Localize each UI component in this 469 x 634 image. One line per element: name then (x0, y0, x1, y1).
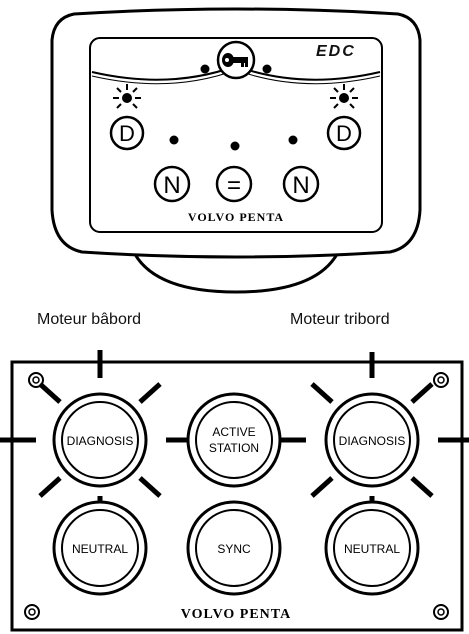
sync-button[interactable]: SYNC (188, 502, 280, 594)
key-led-right (263, 65, 272, 74)
neutral-button-left[interactable]: NEUTRAL (54, 502, 146, 594)
diagnosis-d-button-right[interactable]: D (328, 117, 360, 149)
volvo-penta-logo-top: VOLVO PENTA (188, 210, 284, 224)
led-sync (231, 142, 240, 151)
neutral-button-right[interactable]: NEUTRAL (326, 502, 418, 594)
svg-text:N: N (292, 172, 309, 199)
edc-control-panel: EDC (52, 9, 420, 292)
svg-text:DIAGNOSIS: DIAGNOSIS (67, 434, 134, 448)
led-neutral-left (170, 136, 179, 145)
svg-text:D: D (336, 121, 352, 146)
svg-text:DIAGNOSIS: DIAGNOSIS (339, 434, 406, 448)
control-panel-bottom: DIAGNOSIS ACTIVE STATION DIAGNOSIS NEUTR… (0, 350, 469, 630)
svg-text:SYNC: SYNC (217, 542, 251, 556)
edc-brand-mark: EDC (316, 43, 356, 60)
active-station-button[interactable]: ACTIVE STATION (188, 394, 280, 486)
sync-equals-button[interactable]: = (217, 167, 251, 201)
diagnosis-d-button-left[interactable]: D (111, 117, 143, 149)
neutral-n-button-left[interactable]: N (155, 167, 189, 201)
svg-text:D: D (119, 121, 135, 146)
screw-bottom-left (25, 605, 39, 619)
diagnosis-button-left[interactable]: DIAGNOSIS (54, 394, 146, 486)
led-neutral-right (289, 136, 298, 145)
svg-text:NEUTRAL: NEUTRAL (72, 542, 128, 556)
key-button[interactable] (218, 42, 254, 78)
svg-text:NEUTRAL: NEUTRAL (344, 542, 400, 556)
screw-top-right (434, 373, 448, 387)
starboard-engine-label: Moteur tribord (290, 311, 390, 328)
key-led-left (201, 65, 210, 74)
screw-bottom-right (434, 605, 448, 619)
svg-text:=: = (227, 172, 241, 199)
diagnosis-button-right[interactable]: DIAGNOSIS (326, 394, 418, 486)
volvo-penta-logo-bottom: VOLVO PENTA (181, 607, 291, 622)
svg-text:STATION: STATION (209, 441, 259, 455)
svg-text:N: N (163, 172, 180, 199)
svg-text:ACTIVE: ACTIVE (212, 425, 255, 439)
port-engine-label: Moteur bâbord (37, 311, 141, 328)
neutral-n-button-right[interactable]: N (284, 167, 318, 201)
